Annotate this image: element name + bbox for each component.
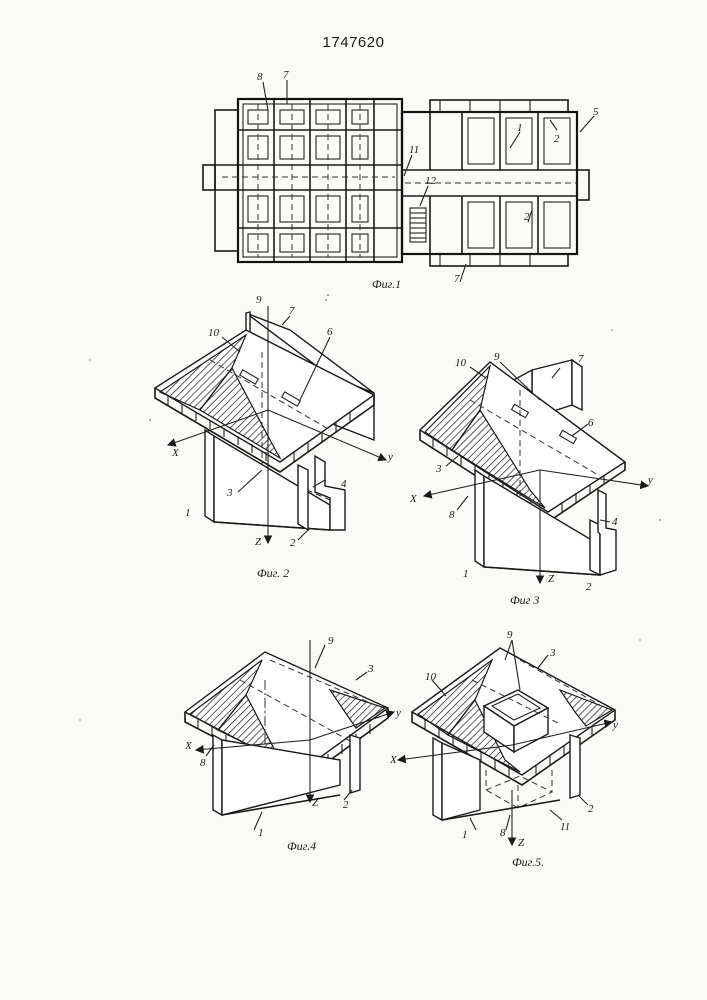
fig4-label-9: 9: [328, 635, 334, 647]
fig5-label-9: 9: [507, 629, 513, 641]
fig1-label-11: 11: [409, 144, 419, 156]
fig3-label-4: 4: [612, 516, 618, 528]
figure-2-isometric: 10 9 7 6 X y Z 3 1 2 4 Фиг. 2: [155, 294, 393, 580]
fig5-label-11: 11: [560, 821, 570, 833]
fig4-axis-y: y: [395, 707, 401, 719]
fig2-label-7: 7: [289, 305, 295, 317]
fig1-label-8: 8: [257, 71, 263, 83]
scan-noise: [79, 294, 660, 720]
fig5-axis-z: Z: [518, 837, 525, 849]
fig5-label-2: 2: [588, 803, 594, 815]
fig5-label-3: 3: [549, 647, 556, 659]
fig3-caption: Фиг 3: [510, 593, 539, 607]
fig2-label-3: 3: [226, 487, 233, 499]
fig3-axis-z: Z: [548, 573, 555, 585]
fig4-label-8: 8: [200, 757, 206, 769]
fig4-axis-z: Z: [312, 797, 319, 809]
fig5-label-8: 8: [500, 827, 506, 839]
fig1-label-2b: 2: [524, 211, 530, 223]
fig2-label-2: 2: [290, 537, 296, 549]
fig1-label-7b: 7: [454, 273, 460, 285]
fig5-label-10: 10: [425, 671, 437, 683]
figure-1-floor-plan: 8 7 1 2 5 11 12 2 7 Фиг.1: [203, 69, 599, 291]
fig1-label-5: 5: [593, 106, 599, 118]
fig3-label-1: 1: [463, 568, 469, 580]
fig4-label-1: 1: [258, 827, 264, 839]
fig2-label-6: 6: [327, 326, 333, 338]
fig2-axis-x: X: [171, 447, 180, 459]
fig3-axis-y: y: [647, 474, 653, 486]
figure-4-isometric: 9 3 X 8 y Z 1 2 Фиг.4: [184, 635, 401, 853]
fig2-label-9: 9: [256, 294, 262, 306]
fig5-label-1: 1: [462, 829, 468, 841]
fig3-label-2: 2: [586, 581, 592, 593]
fig3-label-7: 7: [578, 353, 584, 365]
fig1-label-1: 1: [517, 122, 523, 134]
figure-5-isometric: 9 3 10 X y Z 1 2 11 8 Фиг.5.: [389, 629, 618, 869]
fig4-label-3: 3: [367, 663, 374, 675]
fig3-label-9: 9: [494, 351, 500, 363]
fig2-label-1: 1: [185, 507, 191, 519]
fig2-caption: Фиг. 2: [257, 566, 289, 580]
figure-3-isometric: 10 9 7 6 3 X 8 y Z 1 2 4 Фиг 3: [409, 351, 653, 607]
fig3-label-6: 6: [588, 417, 594, 429]
fig3-axis-x: X: [409, 493, 418, 505]
fig1-caption: Фиг.1: [372, 277, 401, 291]
fig2-axis-y: y: [387, 451, 393, 463]
fig5-axis-x: X: [389, 754, 398, 766]
fig5-axis-y: y: [612, 719, 618, 731]
fig3-label-8: 8: [449, 509, 455, 521]
fig2-label-10: 10: [208, 327, 220, 339]
fig1-label-12: 12: [425, 175, 437, 187]
fig4-label-2: 2: [343, 799, 349, 811]
fig4-axis-x: X: [184, 740, 193, 752]
fig4-caption: Фиг.4: [287, 839, 316, 853]
fig2-label-4: 4: [341, 478, 347, 490]
fig3-label-3: 3: [435, 463, 442, 475]
fig2-axis-z: Z: [255, 536, 262, 548]
fig3-label-10: 10: [455, 357, 467, 369]
fig5-caption: Фиг.5.: [512, 855, 544, 869]
fig1-label-7a: 7: [283, 69, 289, 81]
fig1-label-2a: 2: [554, 133, 560, 145]
